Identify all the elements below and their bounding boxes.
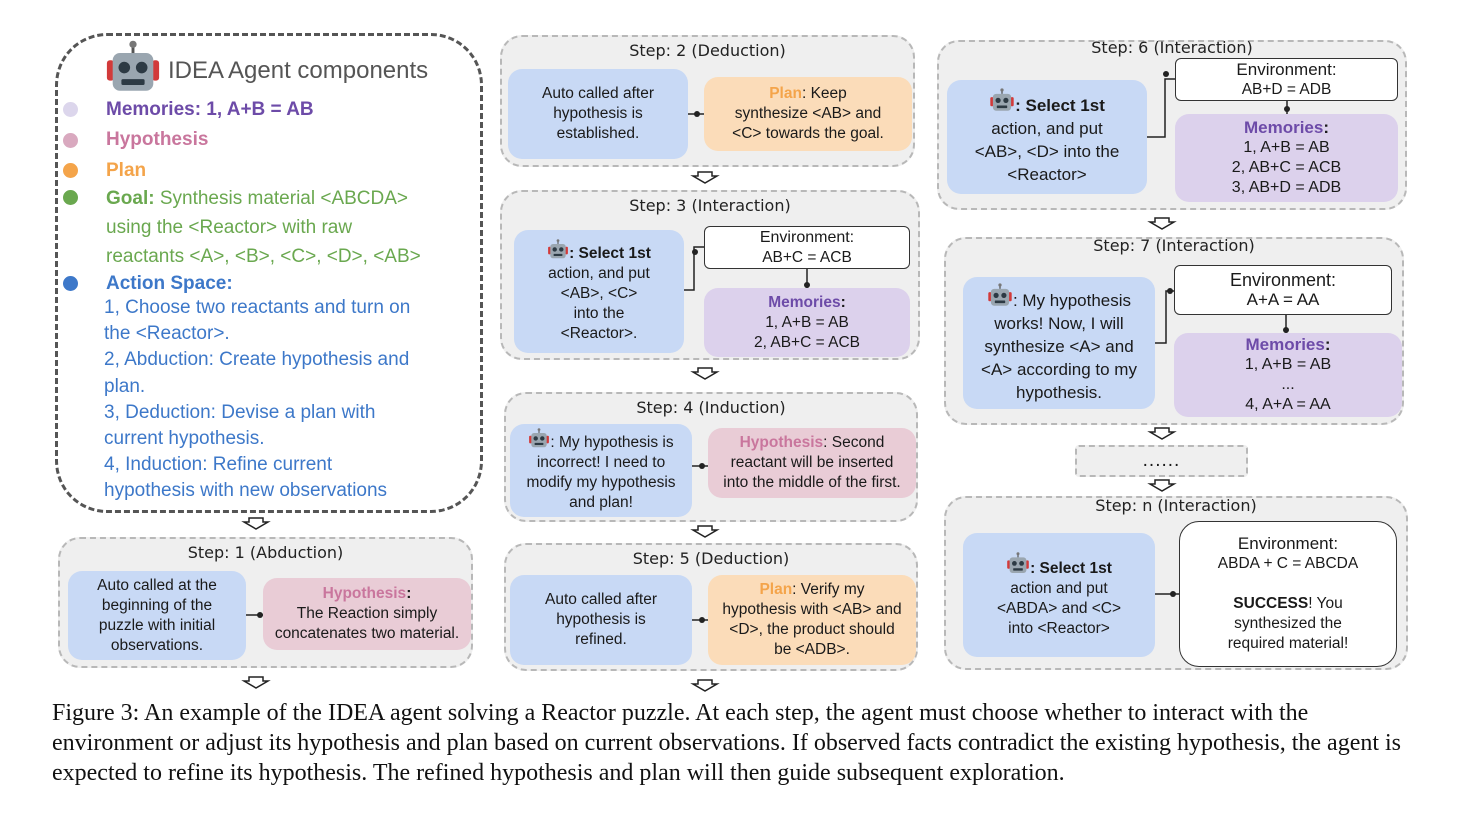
step5-title: Step: 5 (Deduction) xyxy=(632,549,790,568)
down-arrow-icon xyxy=(1149,427,1175,440)
action-line: plan. xyxy=(104,375,146,397)
figure-label: Figure 3: xyxy=(52,700,140,726)
action-line: hypothesis with new observations xyxy=(104,480,388,502)
action-line: 1, Choose two reactants and turn on xyxy=(104,297,411,318)
action-line: current hypothesis. xyxy=(104,428,265,450)
step1-title: Step: 1 (Abduction) xyxy=(187,543,344,562)
step4-panel: Step: 4 (Induction) : My hypothesis is i… xyxy=(504,392,918,522)
step6-environment-box: Environment:AB+D = ADB xyxy=(1175,58,1398,101)
hypothesis-label: Hypothesis xyxy=(106,129,209,150)
plan-dot-icon xyxy=(63,163,78,178)
step7-panel: Step: 7 (Interaction) : My hypothesis wo… xyxy=(944,236,1404,425)
step2-title: Step: 2 (Deduction) xyxy=(629,41,786,60)
action-line: 2, Abduction: Create hypothesis and xyxy=(104,349,410,371)
down-arrow-icon xyxy=(1149,217,1175,230)
action-line: the <Reactor>. xyxy=(104,323,230,345)
memories-dot-icon xyxy=(63,102,78,117)
stepn-panel: Step: n (Interaction) : Select 1st actio… xyxy=(944,496,1408,670)
step7-environment-box: Environment:A+A = AA xyxy=(1174,265,1392,315)
caption-text: An example of the IDEA agent solving a R… xyxy=(52,700,1402,786)
step6-title: Step: 6 (Interaction) xyxy=(1091,38,1253,57)
step7-memories-box: Memories:1, A+B = AB...4, A+A = AA xyxy=(1174,333,1402,417)
action-space-label: Action Space: xyxy=(106,273,233,294)
action-line: 3, Deduction: Devise a plan with xyxy=(104,401,376,423)
goal-text-line3: reactants <A>, <B>, <C>, <D>, <AB> xyxy=(106,246,421,267)
components-title: IDEA Agent components xyxy=(168,57,429,84)
plan-label: Plan xyxy=(106,160,147,181)
step3-environment-box: Environment:AB+C = ACB xyxy=(704,226,910,269)
step4-title: Step: 4 (Induction) xyxy=(636,398,786,417)
step6-panel: Step: 6 (Interaction) : Select 1st actio… xyxy=(937,38,1407,210)
stepn-environment-box: Environment: ABDA + C = ABCDA SUCCESS! Y… xyxy=(1179,521,1397,667)
stepn-agent-box: : Select 1st action and put<ABDA> and <C… xyxy=(963,533,1155,657)
down-arrow-icon xyxy=(692,367,718,380)
down-arrow-icon xyxy=(1149,479,1175,492)
down-arrow-icon xyxy=(243,517,269,530)
memories-label: Memories: 1, A+B = AB xyxy=(106,99,314,120)
action-space-list: 1, Choose two reactants and turn on the … xyxy=(104,295,410,505)
down-arrow-icon xyxy=(243,676,269,689)
goal-dot-icon xyxy=(63,190,78,205)
stepn-title: Step: n (Interaction) xyxy=(1095,496,1257,515)
step3-agent-box: : Select 1st action, and put<AB>, <C>int… xyxy=(514,230,684,353)
figure-caption: Figure 3: An example of the IDEA agent s… xyxy=(52,698,1432,788)
ellipsis-box: ...... xyxy=(1075,445,1248,477)
down-arrow-icon xyxy=(692,171,718,184)
goal-text: Goal: Synthesis material <ABCDA> xyxy=(106,188,409,209)
goal-text-line2: using the <Reactor> with raw xyxy=(106,217,353,238)
down-arrow-icon xyxy=(692,679,718,692)
step6-agent-box: : Select 1st action, and put<AB>, <D> in… xyxy=(947,80,1147,194)
action-dot-icon xyxy=(63,276,78,291)
step3-panel: Step: 3 (Interaction) : Select 1st actio… xyxy=(500,190,920,360)
components-panel xyxy=(55,33,483,513)
step7-title: Step: 7 (Interaction) xyxy=(1093,236,1255,255)
hypothesis-dot-icon xyxy=(63,133,78,148)
step3-title: Step: 3 (Interaction) xyxy=(629,196,791,215)
down-arrow-icon xyxy=(692,525,718,538)
action-line: 4, Induction: Refine current xyxy=(104,454,333,476)
